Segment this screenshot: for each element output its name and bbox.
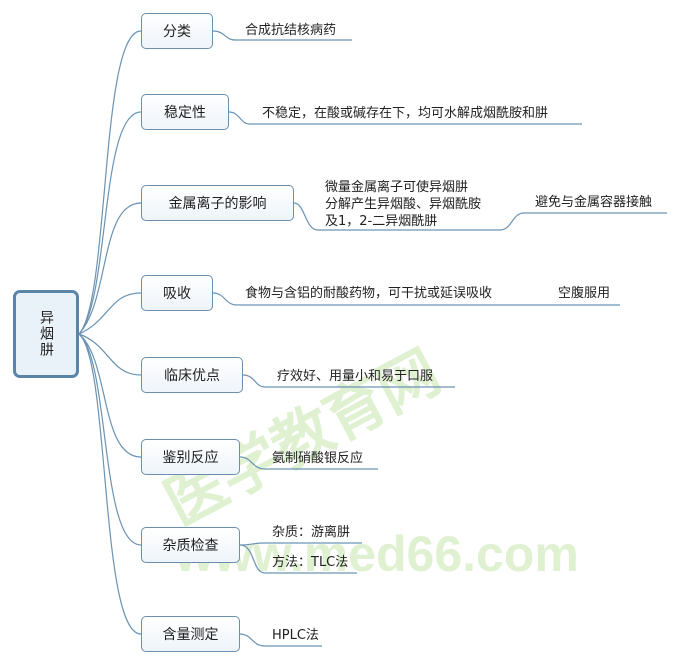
leaf-stability: 不稳定，在酸或碱存在下，均可水解成烟酰胺和肼 — [262, 106, 549, 121]
subleaf-metal-ions: 避免与金属容器接触 — [535, 195, 653, 210]
node-label: 分类 — [163, 24, 191, 40]
leaf-clinical-advantages: 疗效好、用量小和易于口服 — [277, 369, 434, 384]
node-stability[interactable]: 稳定性 — [141, 94, 229, 130]
leaf-classification: 合成抗结核病药 — [245, 23, 337, 38]
node-assay[interactable]: 含量测定 — [141, 616, 240, 652]
node-label: 金属离子的影响 — [168, 196, 267, 212]
leaf-method: 方法：TLC法 — [272, 555, 349, 570]
leaf-identification: 氨制硝酸银反应 — [272, 451, 364, 466]
node-label: 杂质检查 — [162, 538, 219, 554]
node-identification[interactable]: 鉴别反应 — [141, 439, 240, 475]
leaf-line: 及1，2-二异烟酰肼 — [325, 214, 438, 229]
subleaf-absorption: 空腹服用 — [558, 286, 611, 301]
leaf-assay: HPLC法 — [272, 628, 319, 643]
node-clinical-advantages[interactable]: 临床优点 — [141, 357, 243, 393]
leaf-absorption: 食物与含铝的耐酸药物，可干扰或延误吸收 — [245, 286, 493, 301]
node-label: 吸收 — [163, 286, 191, 302]
leaf-impurity: 杂质：游离肼 — [272, 525, 351, 540]
node-metal-ions[interactable]: 金属离子的影响 — [141, 185, 294, 221]
leaf-line: 微量金属离子可使异烟肼 — [325, 180, 469, 195]
root-node[interactable]: 异烟肼 — [13, 290, 79, 378]
node-label: 稳定性 — [164, 105, 206, 121]
node-label: 鉴别反应 — [162, 450, 219, 466]
leaf-metal-ions: 微量金属离子可使异烟肼 分解产生异烟酸、异烟酰胺 及1，2-二异烟酰肼 — [325, 179, 481, 230]
node-classification[interactable]: 分类 — [141, 13, 213, 49]
node-absorption[interactable]: 吸收 — [141, 275, 213, 311]
node-label: 含量测定 — [162, 627, 219, 643]
leaf-line: 分解产生异烟酸、异烟酰胺 — [325, 197, 482, 212]
node-label: 临床优点 — [164, 368, 220, 384]
node-impurity-check[interactable]: 杂质检查 — [141, 527, 240, 563]
